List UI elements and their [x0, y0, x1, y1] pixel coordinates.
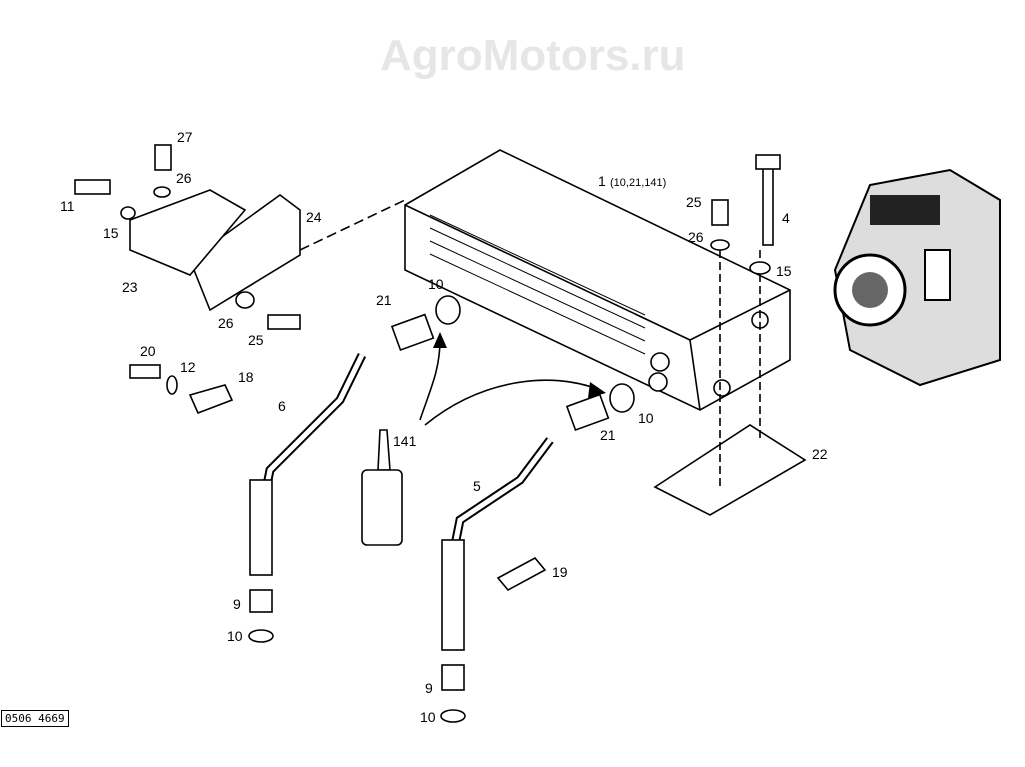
- callout-10: 10: [428, 276, 444, 292]
- callout-18: 18: [238, 369, 254, 385]
- hose-5: [441, 539, 465, 651]
- callout-12: 12: [180, 359, 196, 375]
- engine-thumbnail: [833, 168, 1001, 387]
- callout-11: 11: [60, 198, 75, 214]
- hose-6: [249, 479, 273, 576]
- drawing-number: 0506 4669: [1, 710, 69, 727]
- callout-6: 6: [278, 398, 286, 414]
- callout-23: 23: [122, 279, 138, 295]
- callout-26: 26: [176, 170, 192, 186]
- callout-25: 25: [248, 332, 264, 348]
- callout-26: 26: [688, 229, 704, 245]
- callout-24: 24: [306, 209, 322, 225]
- callout-4: 4: [782, 210, 790, 226]
- callout-10: 10: [420, 709, 436, 725]
- callout-5: 5: [473, 478, 481, 494]
- oil-cooler: [404, 149, 791, 411]
- callout-21: 21: [600, 427, 616, 443]
- callout-25: 25: [686, 194, 702, 210]
- mounting-bracket: [74, 144, 301, 415]
- callout-141: 141: [393, 433, 417, 449]
- callout-22: 22: [812, 446, 828, 462]
- callout-1: 1: [598, 173, 606, 189]
- callout-15: 15: [776, 263, 792, 279]
- bolt: [762, 164, 774, 246]
- callout-15: 15: [103, 225, 119, 241]
- oil-pipe-6: [257, 353, 367, 511]
- callout-10: 10: [638, 410, 654, 426]
- callout-9: 9: [233, 596, 241, 612]
- sealant-bottle: [361, 429, 403, 546]
- callout-21: 21: [376, 292, 392, 308]
- bracket-plate: [653, 424, 807, 516]
- callout-19: 19: [552, 564, 568, 580]
- watermark: AgroMotors.ru: [380, 31, 686, 80]
- callout-9: 9: [425, 680, 433, 696]
- callout-26: 26: [218, 315, 234, 331]
- callout-10: 10: [227, 628, 243, 644]
- callout-27: 27: [177, 129, 193, 145]
- callout-1-refs: (10,21,141): [610, 177, 666, 189]
- callout-20: 20: [140, 343, 156, 359]
- callout-labels: 1 (10,21,141) 27 26 11 15 24 23 26 25 20…: [60, 129, 828, 725]
- watermarks: AgroMotors.ru: [380, 31, 686, 80]
